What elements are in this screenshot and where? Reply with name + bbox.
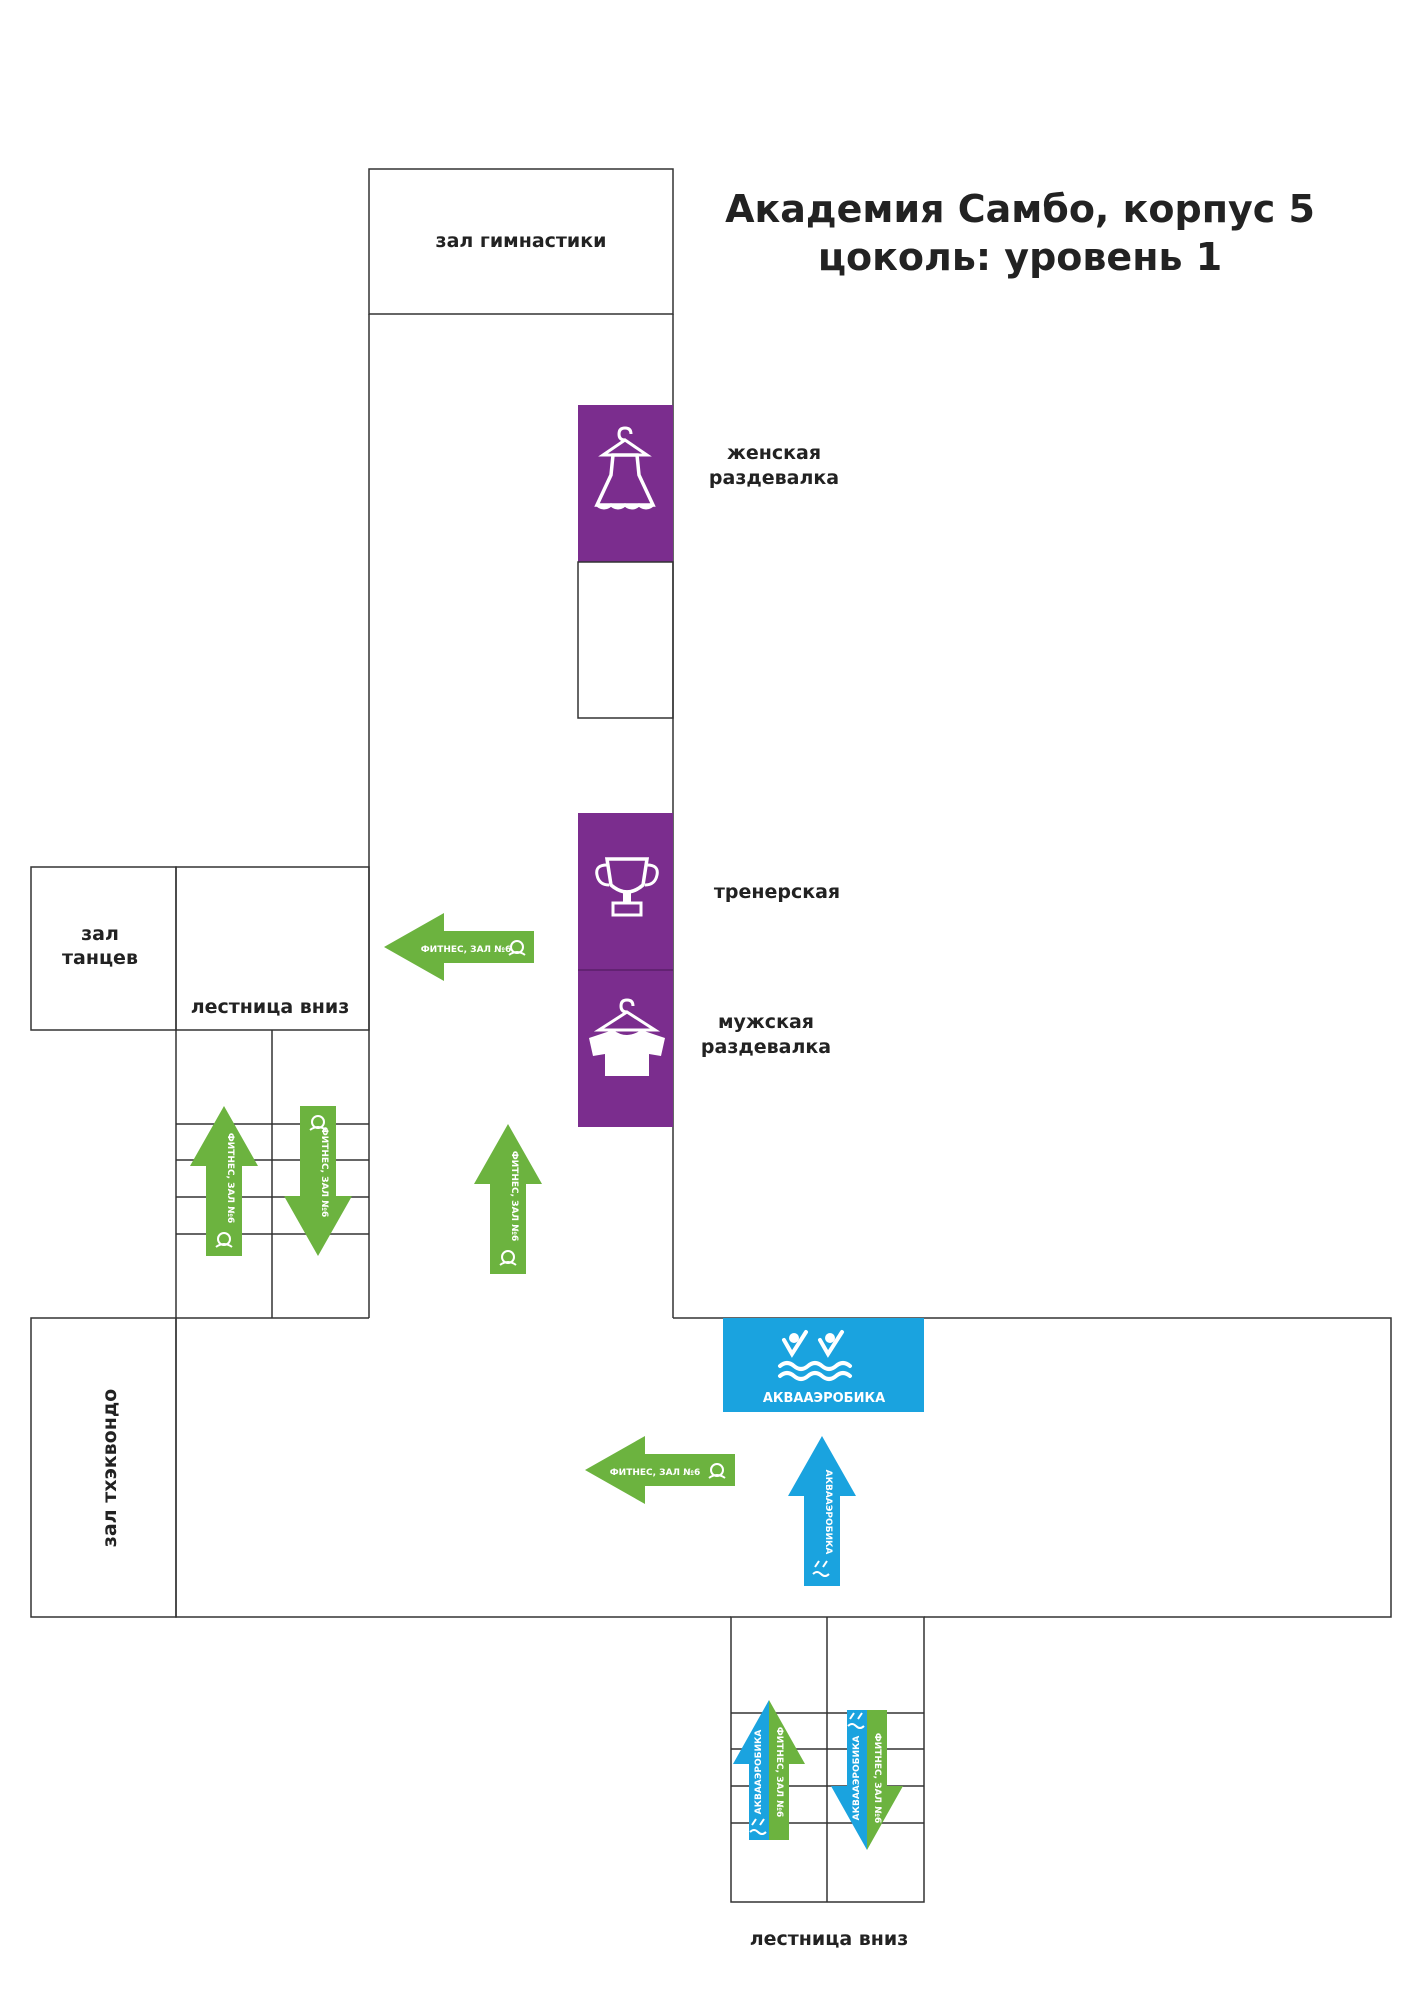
fitness-arrow-left-upper-label: ФИТНЕС, ЗАЛ №6 (421, 945, 512, 955)
dual-arrow-up-fitness-label: ФИТНЕС, ЗАЛ №6 (774, 1727, 784, 1818)
dual-arrow-down-fitness-label: ФИТНЕС, ЗАЛ №6 (872, 1733, 882, 1824)
womens-locker-label-2: раздевалка (709, 467, 839, 489)
trophy-icon (595, 857, 659, 917)
dual-arrow-up-stairs: АКВААЭРОБИКА ФИТНЕС, ЗАЛ №6 (733, 1700, 805, 1840)
coach-room-label: тренерская (714, 881, 840, 903)
dual-arrow-down-aqua-label: АКВААЭРОБИКА (852, 1736, 862, 1821)
swimmers-icon (778, 1330, 852, 1381)
plan-title-line1: Академия Самбо, корпус 5 (725, 187, 1315, 231)
fitness-arrow-left-upper: ФИТНЕС, ЗАЛ №6 (384, 913, 534, 981)
womens-locker-annex (577, 561, 674, 719)
womens-locker-room (578, 405, 673, 562)
aqua-arrow-up-corridor: АКВААЭРОБИКА (788, 1436, 856, 1586)
plan-title-line2: цоколь: уровень 1 (818, 235, 1222, 279)
mens-locker-label-1: мужская (718, 1011, 814, 1033)
fitness-arrow-left-corridor: ФИТНЕС, ЗАЛ №6 (585, 1436, 735, 1504)
fitness-arrow-down-stairs: ФИТНЕС, ЗАЛ №6 (284, 1106, 352, 1256)
fitness-arrow-up-stairs-label: ФИТНЕС, ЗАЛ №6 (225, 1133, 235, 1224)
fitness-arrow-up-corridor: ФИТНЕС, ЗАЛ №6 (474, 1124, 542, 1274)
taekwondo-hall-label: зал тхэквондо (99, 1389, 121, 1547)
fitness-arrow-up-corridor-label: ФИТНЕС, ЗАЛ №6 (509, 1151, 519, 1242)
fitness-arrow-down-stairs-label: ФИТНЕС, ЗАЛ №6 (319, 1127, 329, 1218)
dress-on-hanger-icon (594, 426, 656, 510)
shirt-on-hanger-icon (589, 998, 665, 1076)
fitness-arrow-up-stairs: ФИТНЕС, ЗАЛ №6 (190, 1106, 258, 1256)
aqua-arrow-up-corridor-label: АКВААЭРОБИКА (823, 1470, 833, 1555)
aqua-aerobics-room-label: АКВААЭРОБИКА (763, 1391, 885, 1406)
gymnastics-hall (368, 168, 674, 315)
upper-stairs-label: лестница вниз (191, 996, 350, 1018)
womens-locker-label-1: женская (727, 442, 821, 464)
dual-arrow-down-stairs: АКВААЭРОБИКА ФИТНЕС, ЗАЛ №6 (831, 1710, 903, 1850)
taekwondo-hall (30, 1317, 177, 1618)
dance-hall-label-2: танцев (62, 947, 138, 969)
lower-staircase (730, 1616, 925, 1903)
dual-arrow-up-aqua-label: АКВААЭРОБИКА (754, 1730, 764, 1815)
lower-stairs-label: лестница вниз (750, 1928, 909, 1950)
upper-staircase (175, 1030, 369, 1318)
dance-hall-label-1: зал (81, 923, 119, 945)
fitness-arrow-left-corridor-label: ФИТНЕС, ЗАЛ №6 (610, 1468, 701, 1478)
gymnastics-hall-label: зал гимнастики (436, 230, 607, 252)
mens-locker-label-2: раздевалка (701, 1036, 831, 1058)
